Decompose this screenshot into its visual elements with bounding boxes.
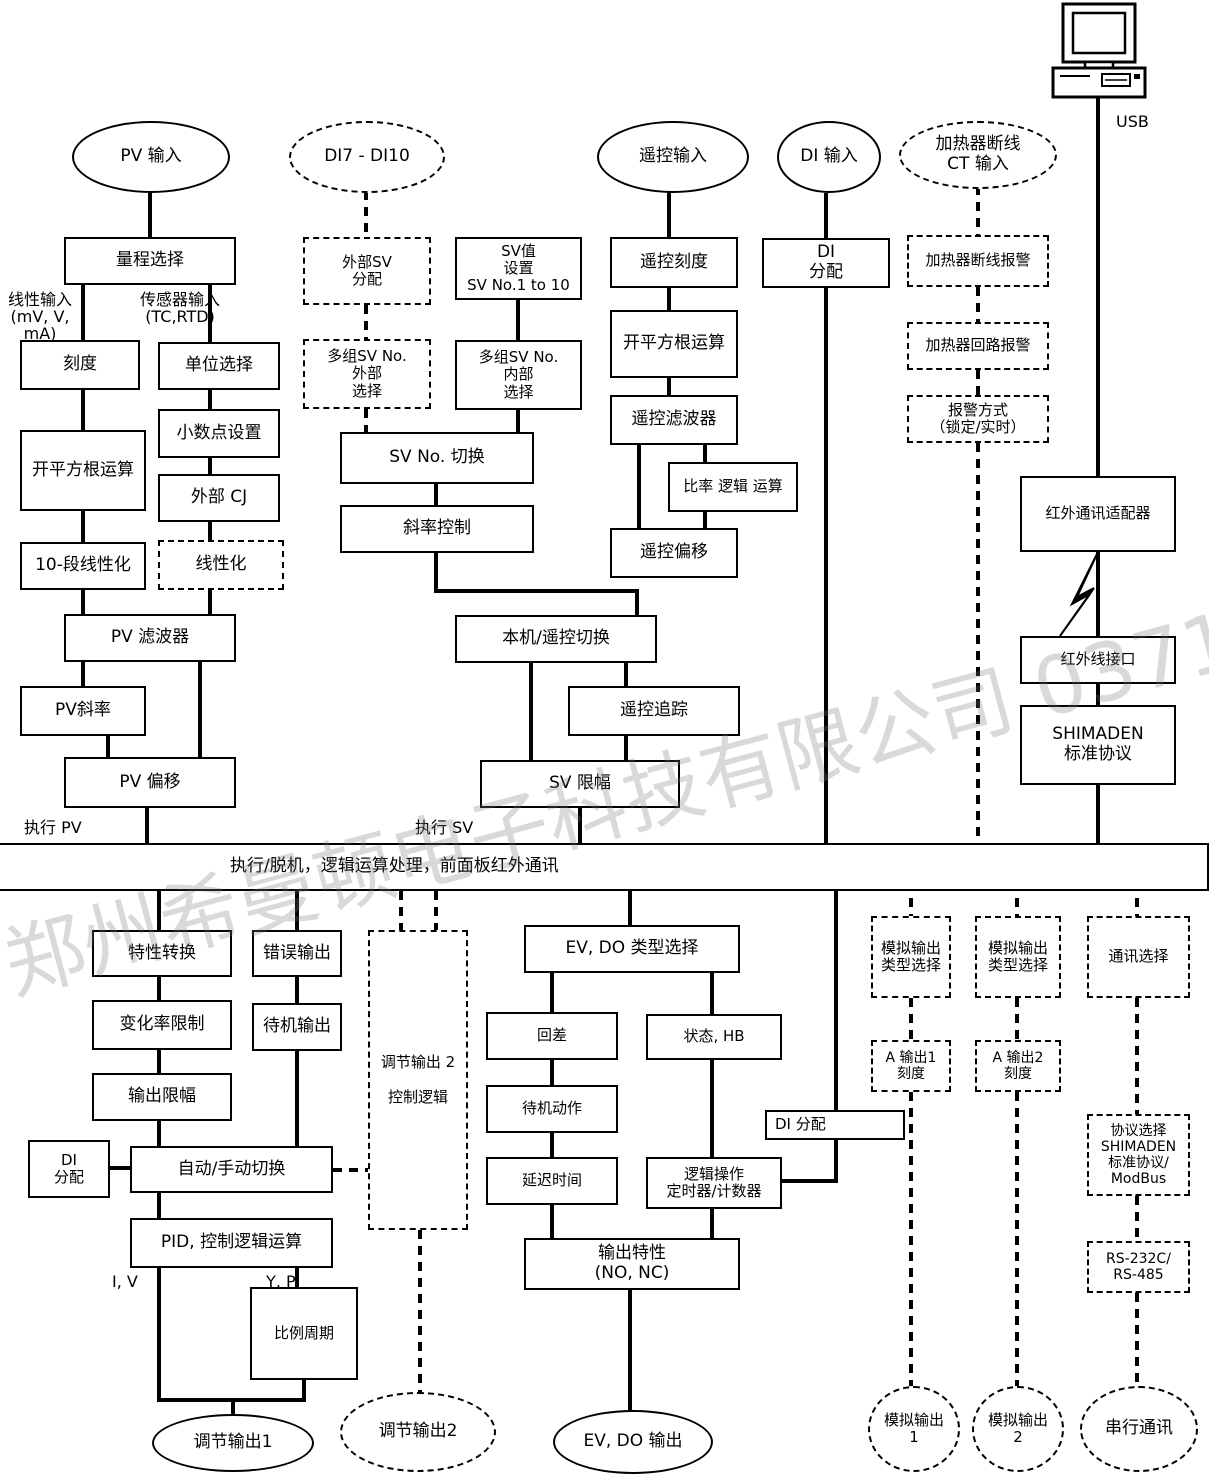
ctrl-output2-ellipse: 调节输出2 bbox=[340, 1392, 496, 1472]
analog-out2-ellipse: 模拟输出 2 bbox=[972, 1386, 1064, 1472]
di-assign-mid-box: DI 分配 bbox=[765, 1110, 905, 1140]
y-p-label: Y, P bbox=[266, 1272, 296, 1291]
unit-select-box: 单位选择 bbox=[158, 342, 280, 390]
output-char-box: 输出特性 (NO, NC) bbox=[524, 1238, 740, 1290]
analog-out1-ellipse: 模拟输出 1 bbox=[868, 1386, 960, 1472]
pv-input-ellipse: PV 输入 bbox=[72, 121, 230, 193]
auto-manual-switch-box: 自动/手动切换 bbox=[130, 1146, 333, 1193]
error-output-box: 错误输出 bbox=[252, 930, 342, 977]
delay-time-box: 延迟时间 bbox=[486, 1157, 618, 1205]
ao1-scale-box: A 输出1 刻度 bbox=[871, 1040, 951, 1092]
linearize-box: 线性化 bbox=[158, 540, 284, 590]
proportional-cycle-box: 比例周期 bbox=[250, 1287, 358, 1380]
remote-bias-box: 遥控偏移 bbox=[610, 528, 738, 578]
heater-break-alarm-box: 加热器断线报警 bbox=[907, 235, 1049, 287]
ext-sv-assign-box: 外部SV 分配 bbox=[303, 237, 431, 305]
sv-no-switch-box: SV No. 切换 bbox=[340, 432, 534, 484]
main-bus-label: 执行/脱机，逻辑运算处理，前面板红外通讯 bbox=[230, 856, 559, 877]
char-convert-box: 特性转换 bbox=[92, 930, 232, 977]
analog-type2-box: 模拟输出 类型选择 bbox=[975, 916, 1061, 998]
di7-di10-ellipse: DI7 - DI10 bbox=[289, 121, 445, 193]
remote-scale-box: 遥控刻度 bbox=[610, 237, 738, 288]
serial-comm-ellipse: 串行通讯 bbox=[1080, 1386, 1198, 1472]
sqrt-calc-box: 开平方根运算 bbox=[20, 430, 146, 511]
alarm-mode-box: 报警方式 （锁定/实时） bbox=[907, 395, 1049, 443]
di-assign-left-box: DI 分配 bbox=[28, 1140, 110, 1198]
local-remote-switch-box: 本机/遥控切换 bbox=[455, 615, 657, 663]
shimaden-protocol-box: SHIMADEN 标准协议 bbox=[1020, 705, 1176, 785]
comm-select-box: 通讯选择 bbox=[1087, 916, 1190, 998]
sv-value-set-box: SV值 设置 SV No.1 to 10 bbox=[455, 237, 582, 300]
exec-sv-label: 执行 SV bbox=[415, 818, 474, 837]
ctrl-output1-ellipse: 调节输出1 bbox=[152, 1414, 314, 1472]
linear-input-label: 线性输入 (mV, V, mA) bbox=[7, 290, 72, 343]
i-v-label: I, V bbox=[112, 1272, 138, 1291]
external-cj-box: 外部 CJ bbox=[158, 474, 280, 522]
remote-filter-box: 遥控滤波器 bbox=[610, 395, 738, 445]
sensor-input-label: 传感器输入 (TC,RTD) bbox=[140, 290, 221, 326]
10seg-linearize-box: 10-段线性化 bbox=[20, 542, 146, 590]
ctrl-out2-logic-box: 调节输出 2 控制逻辑 bbox=[368, 930, 468, 1230]
pv-slope-box: PV斜率 bbox=[20, 686, 146, 736]
output-limit-box: 输出限幅 bbox=[92, 1073, 232, 1121]
ratio-logic-box: 比率 逻辑 运算 bbox=[668, 462, 798, 512]
ct-input-ellipse: 加热器断线 CT 输入 bbox=[899, 121, 1057, 189]
usb-label: USB bbox=[1116, 112, 1149, 131]
protocol-select-box: 协议选择 SHIMADEN 标准协议/ ModBus bbox=[1087, 1114, 1190, 1196]
di-assign-top-box: DI 分配 bbox=[762, 238, 890, 288]
hysteresis-box: 回差 bbox=[486, 1012, 618, 1060]
status-hb-box: 状态, HB bbox=[646, 1014, 782, 1060]
lightning-icon bbox=[1059, 551, 1099, 637]
remote-input-ellipse: 遥控输入 bbox=[597, 121, 749, 193]
di-input-ellipse: DI 输入 bbox=[777, 121, 881, 193]
range-select-box: 量程选择 bbox=[64, 237, 236, 285]
sv-limit-box: SV 限幅 bbox=[480, 760, 680, 808]
standby-action-box: 待机动作 bbox=[486, 1085, 618, 1133]
multi-sv-ext-box: 多组SV No. 外部 选择 bbox=[303, 339, 431, 409]
pv-bias-box: PV 偏移 bbox=[64, 757, 236, 808]
main-processing-bus: 执行/脱机，逻辑运算处理，前面板红外通讯 bbox=[0, 843, 1209, 891]
multi-sv-int-box: 多组SV No. 内部 选择 bbox=[455, 340, 582, 410]
heater-loop-alarm-box: 加热器回路报警 bbox=[907, 322, 1049, 370]
sqrt-remote-box: 开平方根运算 bbox=[610, 310, 738, 378]
decimal-setting-box: 小数点设置 bbox=[158, 409, 280, 458]
rs232-485-box: RS-232C/ RS-485 bbox=[1087, 1241, 1190, 1293]
ao2-scale-box: A 输出2 刻度 bbox=[975, 1040, 1061, 1092]
ir-adapter-box: 红外通讯适配器 bbox=[1020, 476, 1176, 552]
logic-timer-counter-box: 逻辑操作 定时器/计数器 bbox=[646, 1157, 782, 1209]
scale-box: 刻度 bbox=[20, 340, 140, 390]
computer-icon bbox=[1051, 2, 1147, 99]
rate-limit-box: 变化率限制 bbox=[92, 1000, 232, 1050]
pv-filter-box: PV 滤波器 bbox=[64, 614, 236, 662]
ir-interface-box: 红外线接口 bbox=[1020, 636, 1176, 684]
ramp-control-box: 斜率控制 bbox=[340, 505, 534, 553]
exec-pv-label: 执行 PV bbox=[24, 818, 82, 837]
remote-tracking-box: 遥控追踪 bbox=[568, 686, 740, 736]
analog-type1-box: 模拟输出 类型选择 bbox=[871, 916, 951, 998]
ev-do-output-ellipse: EV, DO 输出 bbox=[553, 1410, 713, 1474]
pid-logic-box: PID, 控制逻辑运算 bbox=[130, 1218, 333, 1268]
standby-output-box: 待机输出 bbox=[252, 1003, 342, 1051]
ev-do-type-box: EV, DO 类型选择 bbox=[524, 925, 740, 973]
